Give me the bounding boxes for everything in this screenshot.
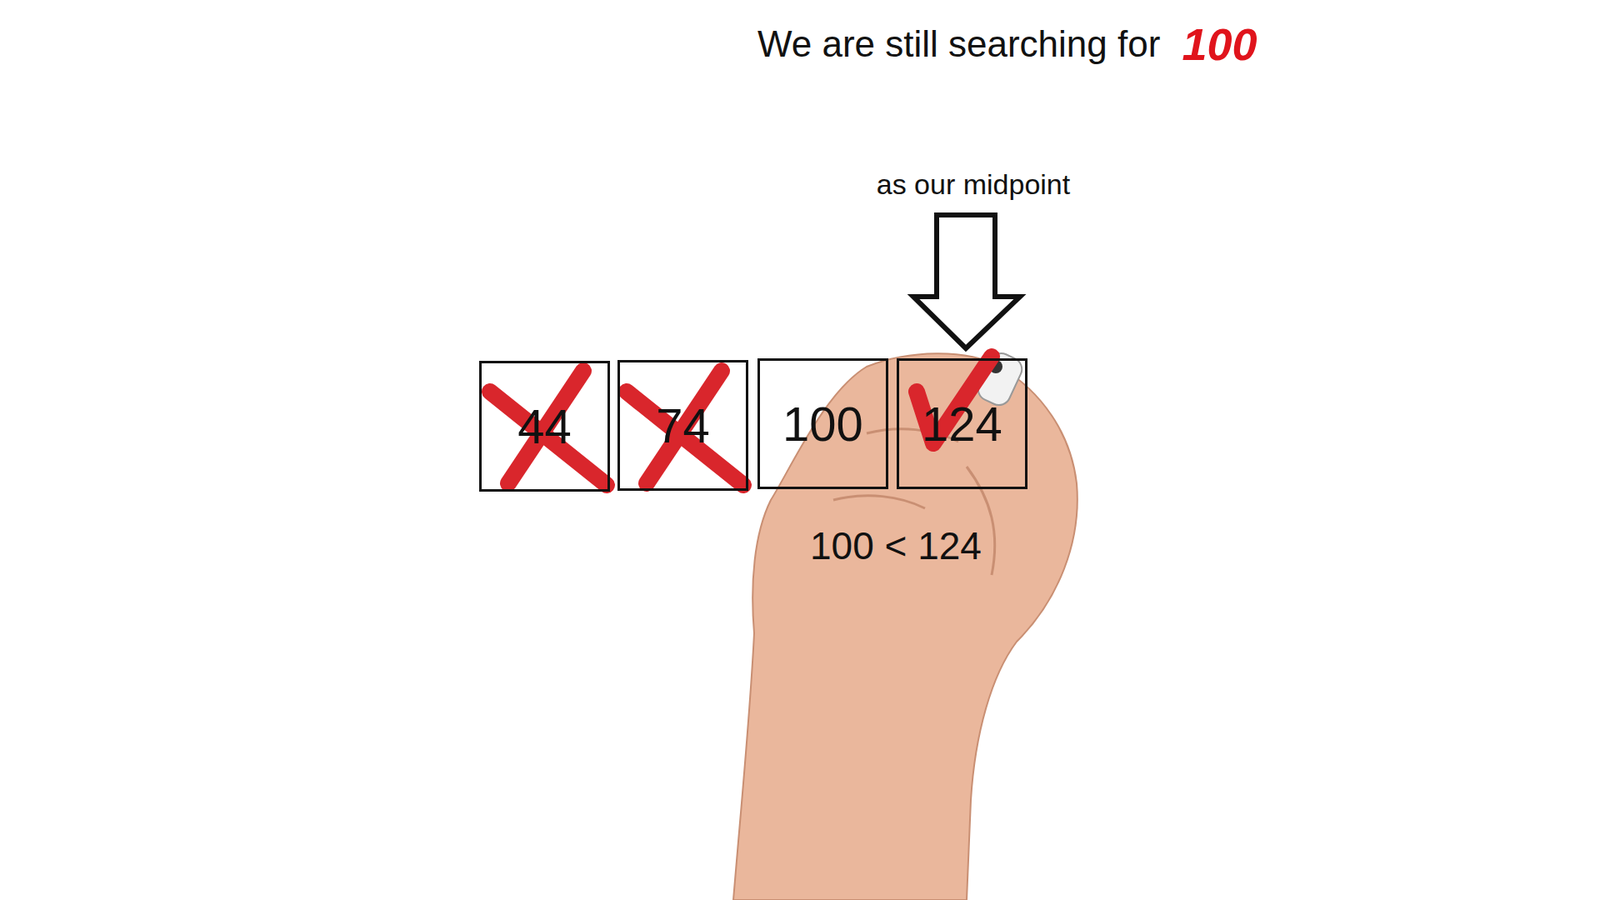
- cross-mark: [626, 391, 744, 485]
- comparison-note: 100 < 124: [810, 523, 982, 569]
- hand-shape: [733, 353, 1078, 900]
- midpoint-arrow: [913, 215, 1020, 349]
- cross-mark: [646, 370, 722, 484]
- array-cell: 44: [479, 360, 610, 492]
- title: We are still searching for: [757, 23, 1160, 65]
- target-value: 100: [1181, 18, 1257, 70]
- cell-value: 44: [517, 402, 572, 451]
- cross-marks: [490, 356, 992, 485]
- array-cell: 100: [757, 358, 889, 490]
- array-cell: 124: [896, 358, 1028, 490]
- hand-illustration: [733, 349, 1078, 900]
- cross-mark: [508, 370, 584, 484]
- cell-value: 74: [655, 401, 710, 450]
- array-cell: 74: [617, 360, 749, 491]
- cell-value: 100: [782, 400, 864, 449]
- cell-value: 124: [921, 400, 1003, 449]
- midpoint-note: as our midpoint: [876, 168, 1070, 201]
